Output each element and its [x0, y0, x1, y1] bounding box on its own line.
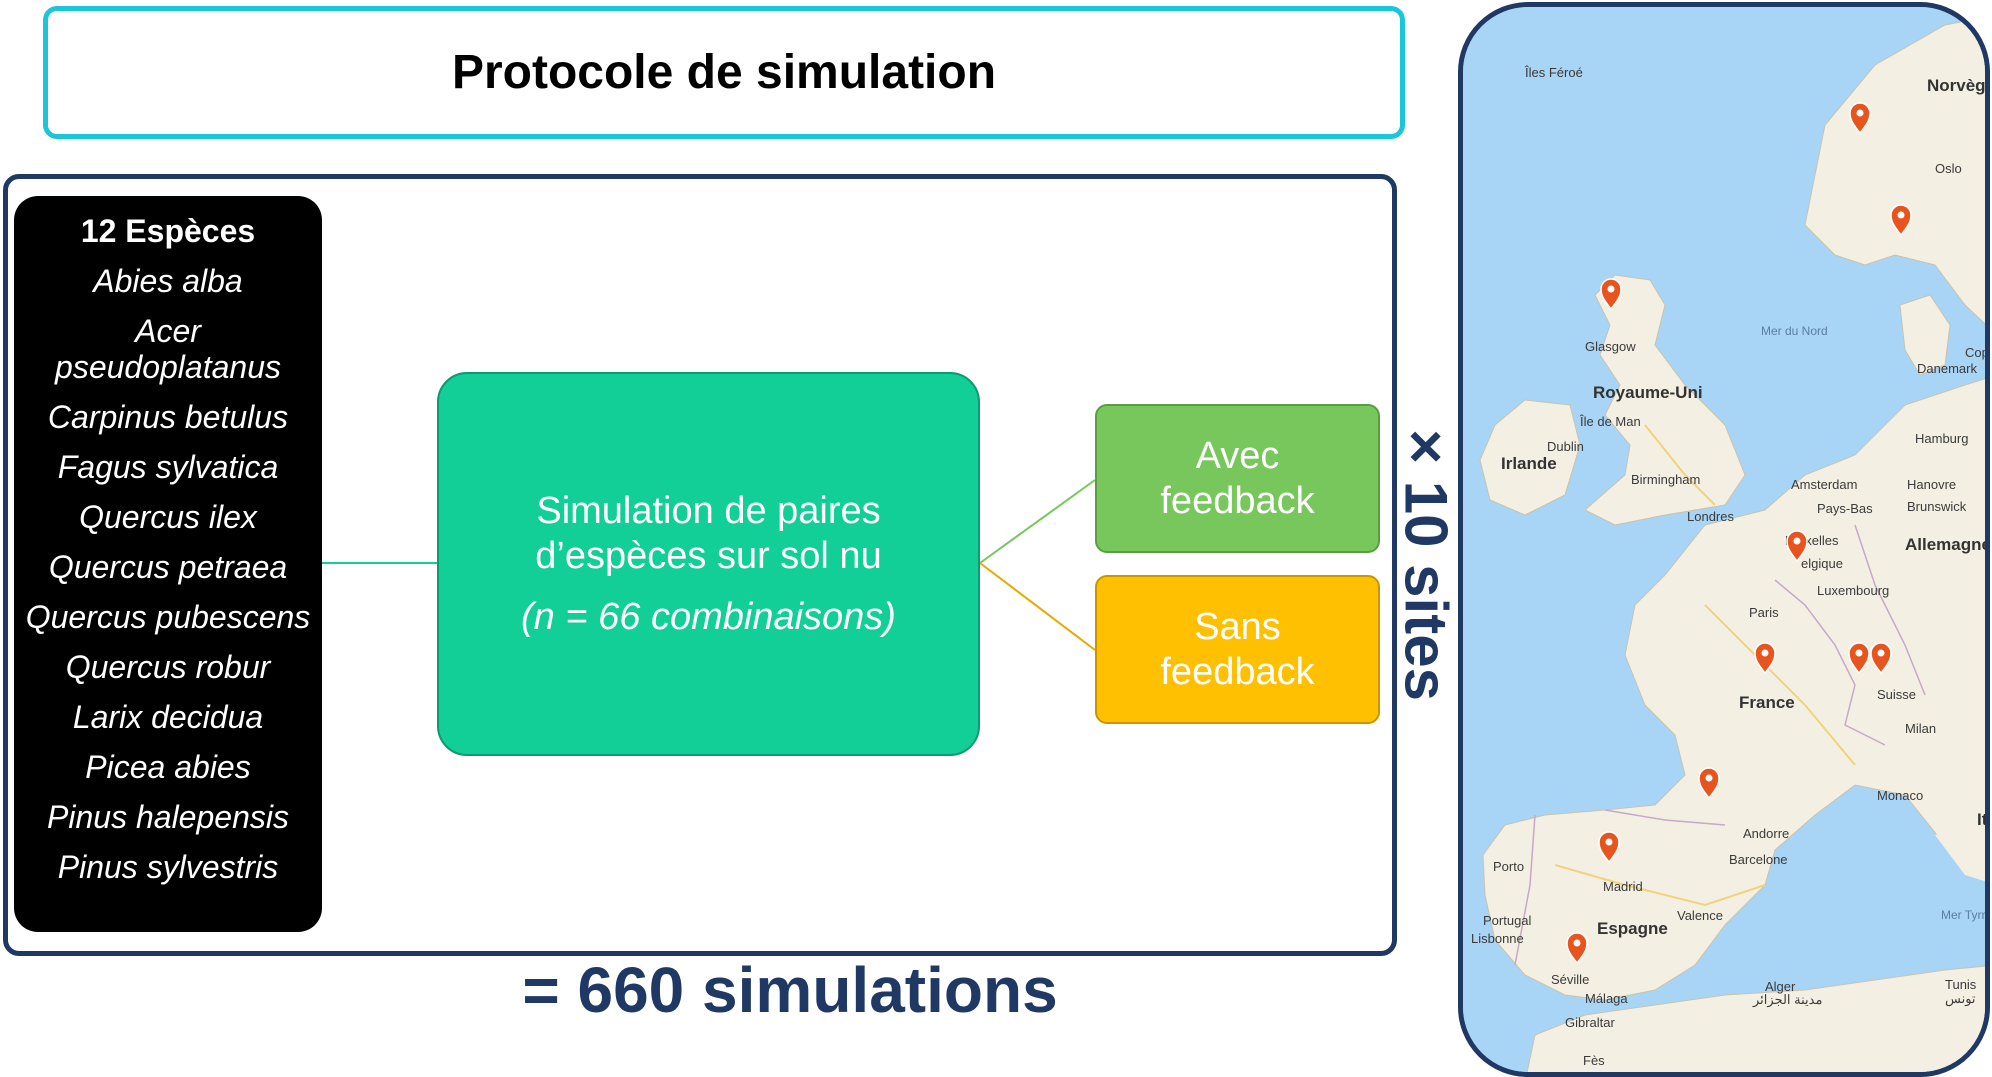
- species-item: Larix decidua: [72, 699, 264, 735]
- species-item: Acer pseudoplatanus: [55, 313, 281, 385]
- map-label-mer-tyrrhenienne: Mer Tyrrhénien: [1941, 908, 1990, 922]
- map-label-madrid: Madrid: [1603, 879, 1643, 894]
- map-label-alger-ar: مدينة الجزائر: [1752, 992, 1822, 1008]
- species-item: Quercus petraea: [48, 549, 288, 585]
- multiplier-label-box: × 10 sites: [1382, 415, 1470, 715]
- map-label-hanovre: Hanovre: [1907, 477, 1956, 492]
- map-label-suisse: Suisse: [1877, 687, 1916, 702]
- multiplier-label: × 10 sites: [1392, 429, 1460, 701]
- map-label-andorre: Andorre: [1743, 826, 1789, 841]
- map-label-fes: Fès: [1583, 1053, 1605, 1068]
- map-marker-icon: [1870, 642, 1892, 675]
- map-label-pays-bas: Pays-Bas: [1817, 501, 1873, 516]
- map-label-espagne: Espagne: [1597, 919, 1668, 938]
- map-label-tunis-ar: تونس: [1945, 991, 1976, 1007]
- total-simulations: = 660 simulations: [522, 954, 1058, 1026]
- sans-feedback-label: Sans feedback: [1160, 605, 1315, 693]
- species-item: Abies alba: [93, 263, 243, 299]
- map-label-gibraltar: Gibraltar: [1565, 1015, 1616, 1030]
- map-label-valence: Valence: [1677, 908, 1723, 923]
- map-marker-dot: [1897, 211, 1905, 219]
- map-marker-icon: [1890, 204, 1912, 237]
- map-label-france: France: [1739, 693, 1795, 712]
- map-label-cope: Cope: [1965, 345, 1990, 360]
- map-label-belgique: elgique: [1801, 556, 1843, 571]
- map-label-barcelone: Barcelone: [1729, 852, 1788, 867]
- europe-map: Îles Féroé Norvège Oslo Glasgow Mer du N…: [1458, 2, 1990, 1077]
- species-item: Quercus pubescens: [25, 599, 311, 635]
- map-label-portugal: Portugal: [1483, 913, 1532, 928]
- title-box: Protocole de simulation: [43, 6, 1405, 139]
- map-label-royaume-uni: Royaume-Uni: [1593, 383, 1703, 402]
- map-label-porto: Porto: [1493, 859, 1524, 874]
- map-label-danemark: Danemark: [1917, 361, 1977, 376]
- map-label-alger: Alger: [1765, 979, 1796, 994]
- map-canvas: Îles Féroé Norvège Oslo Glasgow Mer du N…: [1463, 7, 1990, 1072]
- connector-sim-avec: [979, 479, 1096, 564]
- species-item: Pinus sylvestris: [57, 849, 279, 885]
- map-label-seville: Séville: [1551, 972, 1589, 987]
- map-marker-dot: [1855, 649, 1863, 657]
- map-label-hamburg: Hamburg: [1915, 431, 1968, 446]
- page-title: Protocole de simulation: [451, 46, 997, 99]
- map-label-tunis: Tunis: [1945, 977, 1977, 992]
- map-label-malaga: Málaga: [1585, 991, 1628, 1006]
- map-label-birmingham: Birmingham: [1631, 472, 1700, 487]
- species-item: Carpinus betulus: [47, 399, 289, 435]
- species-item: Picea abies: [85, 749, 251, 785]
- map-label-dublin: Dublin: [1547, 439, 1584, 454]
- map-marker-dot: [1793, 537, 1801, 545]
- map-label-glasgow: Glasgow: [1585, 339, 1636, 354]
- map-marker-dot: [1705, 774, 1713, 782]
- avec-feedback-box: Avec feedback: [1095, 404, 1380, 553]
- map-marker-icon: [1598, 831, 1620, 864]
- map-label-mer-du-nord: Mer du Nord: [1761, 324, 1828, 338]
- simulation-box: Simulation de paires d’espèces sur sol n…: [437, 372, 980, 756]
- map-label-monaco: Monaco: [1877, 788, 1923, 803]
- total-box: = 660 simulations: [440, 954, 1140, 1026]
- map-label-londres: Londres: [1687, 509, 1734, 524]
- map-label-amsterdam: Amsterdam: [1791, 477, 1857, 492]
- map-marker-dot: [1605, 838, 1613, 846]
- map-label-oslo: Oslo: [1935, 161, 1962, 176]
- site-markers: [1566, 102, 1912, 965]
- species-item: Pinus halepensis: [47, 799, 289, 835]
- avec-feedback-label: Avec feedback: [1160, 434, 1315, 522]
- map-label-it: It: [1977, 810, 1988, 829]
- map-label-iles-feroe: Îles Féroé: [1524, 65, 1583, 80]
- map-marker-dot: [1607, 285, 1615, 293]
- map-label-ile-de-man: Île de Man: [1579, 414, 1641, 429]
- species-item: Fagus sylvatica: [57, 449, 279, 485]
- simulation-description: Simulation de paires d’espèces sur sol n…: [535, 489, 882, 577]
- species-header: 12 Espèces: [80, 213, 256, 249]
- map-marker-icon: [1849, 102, 1871, 135]
- map-marker-dot: [1877, 649, 1885, 657]
- map-label-brunswick: Brunswick: [1907, 499, 1967, 514]
- map-marker-icon: [1848, 642, 1870, 675]
- map-label-paris: Paris: [1749, 605, 1779, 620]
- map-label-irlande: Irlande: [1501, 454, 1557, 473]
- map-marker-icon: [1786, 530, 1808, 563]
- map-marker-icon: [1754, 642, 1776, 675]
- species-item: Quercus ilex: [79, 499, 257, 535]
- map-label-allemagne: Allemagne: [1905, 535, 1990, 554]
- connector-sim-sans: [979, 562, 1096, 651]
- map-marker-icon: [1566, 932, 1588, 965]
- map-label-milan: Milan: [1905, 721, 1936, 736]
- simulation-count: (n = 66 combinaisons): [521, 595, 896, 638]
- map-marker-icon: [1600, 278, 1622, 311]
- map-label-norvege: Norvège: [1927, 76, 1990, 95]
- map-marker-icon: [1698, 767, 1720, 800]
- map-label-luxembourg: Luxembourg: [1817, 583, 1889, 598]
- simulation-frame: [3, 174, 1397, 956]
- map-marker-dot: [1761, 649, 1769, 657]
- map-label-lisbonne: Lisbonne: [1471, 931, 1524, 946]
- map-marker-dot: [1573, 939, 1581, 947]
- species-item: Quercus robur: [65, 649, 271, 685]
- sans-feedback-box: Sans feedback: [1095, 575, 1380, 724]
- map-marker-dot: [1856, 109, 1864, 117]
